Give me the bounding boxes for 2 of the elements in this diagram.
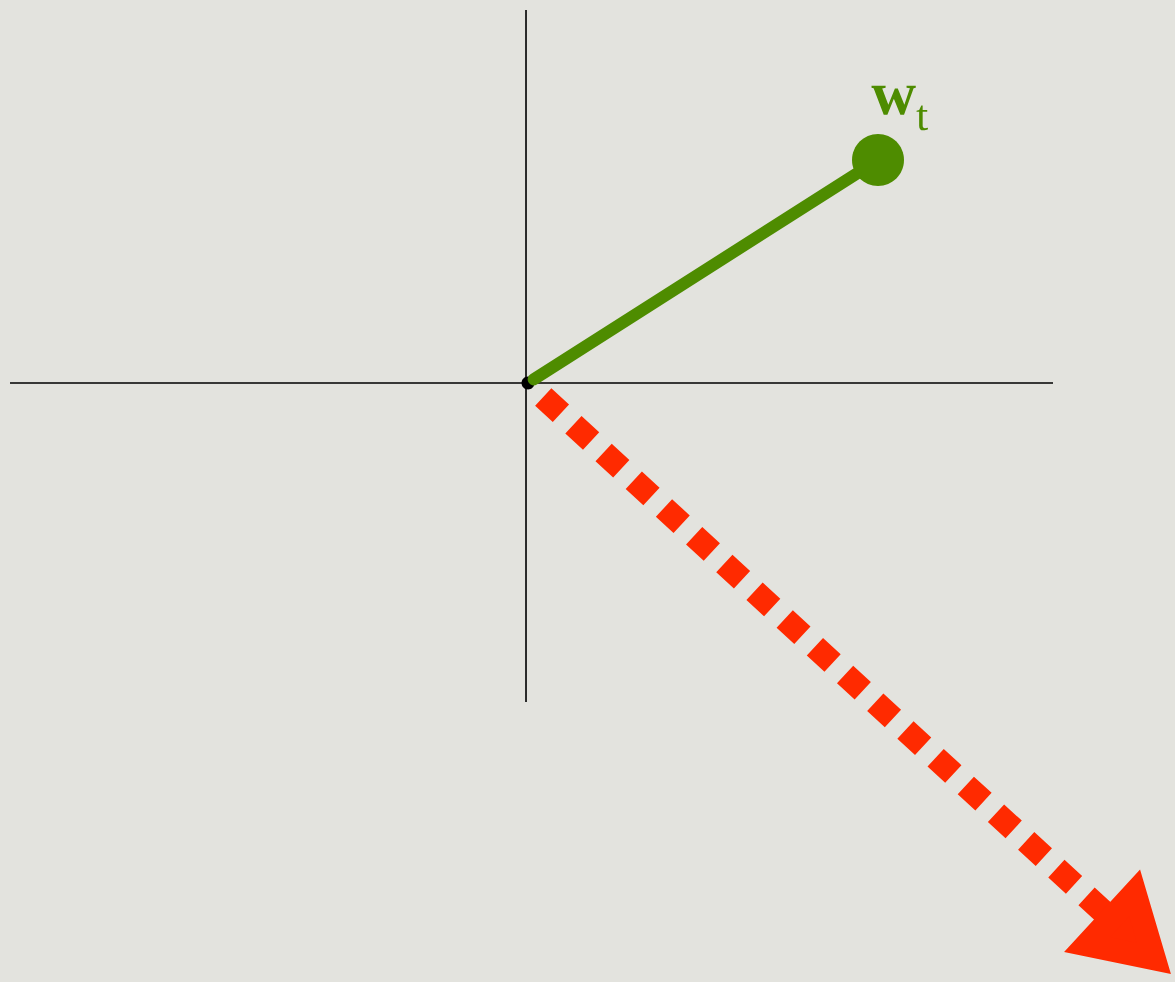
point-label: w$_{t}$	[871, 85, 928, 131]
point-dot	[852, 134, 904, 186]
